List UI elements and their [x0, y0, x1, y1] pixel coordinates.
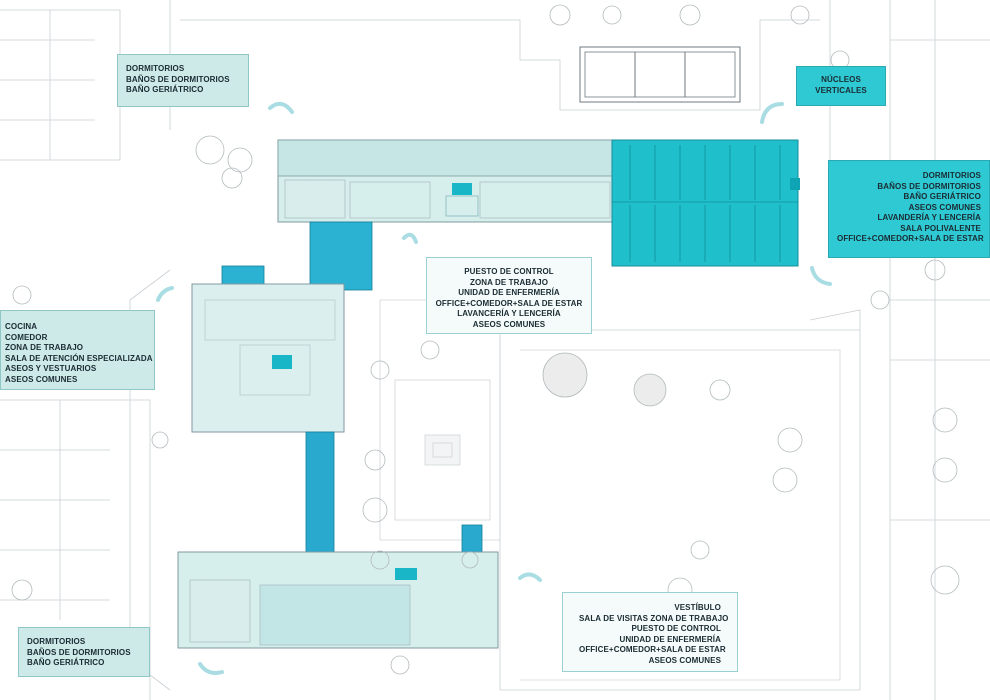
arrow-bottom-left	[198, 662, 224, 675]
arrow-bottom-right	[518, 572, 542, 582]
arrow-top-right	[760, 102, 784, 124]
label-bottom-left: DORMITORIOS BAÑOS DE DORMITORIOS BAÑO GE…	[18, 627, 150, 677]
west-block	[191, 283, 345, 433]
label-right-dormitories: DORMITORIOS BAÑOS DE DORMITORIOS BAÑO GE…	[828, 160, 990, 258]
arrow-left	[156, 286, 174, 302]
top-annex	[579, 46, 741, 103]
label-center-control: PUESTO DE CONTROL ZONA DE TRABAJO UNIDAD…	[426, 257, 592, 334]
label-left-kitchen: COCINA COMEDOR ZONA DE TRABAJO SALA DE A…	[0, 310, 155, 390]
label-nucleos-verticales: NÚCLEOS VERTICALES	[796, 66, 886, 106]
north-connector	[221, 221, 373, 291]
trees	[11, 4, 960, 675]
arrow-right	[810, 266, 832, 286]
south-block	[177, 551, 499, 649]
arrow-top-left	[268, 101, 294, 114]
arrow-center	[402, 232, 418, 244]
north-wing	[277, 139, 619, 223]
east-dormitory-block	[611, 139, 800, 267]
circulation-arrows	[156, 101, 832, 675]
label-top-left: DORMITORIOS BAÑOS DE DORMITORIOS BAÑO GE…	[117, 54, 249, 107]
label-bottom-right-vestibule: VESTÍBULO SALA DE VISITAS ZONA DE TRABAJ…	[562, 592, 738, 672]
